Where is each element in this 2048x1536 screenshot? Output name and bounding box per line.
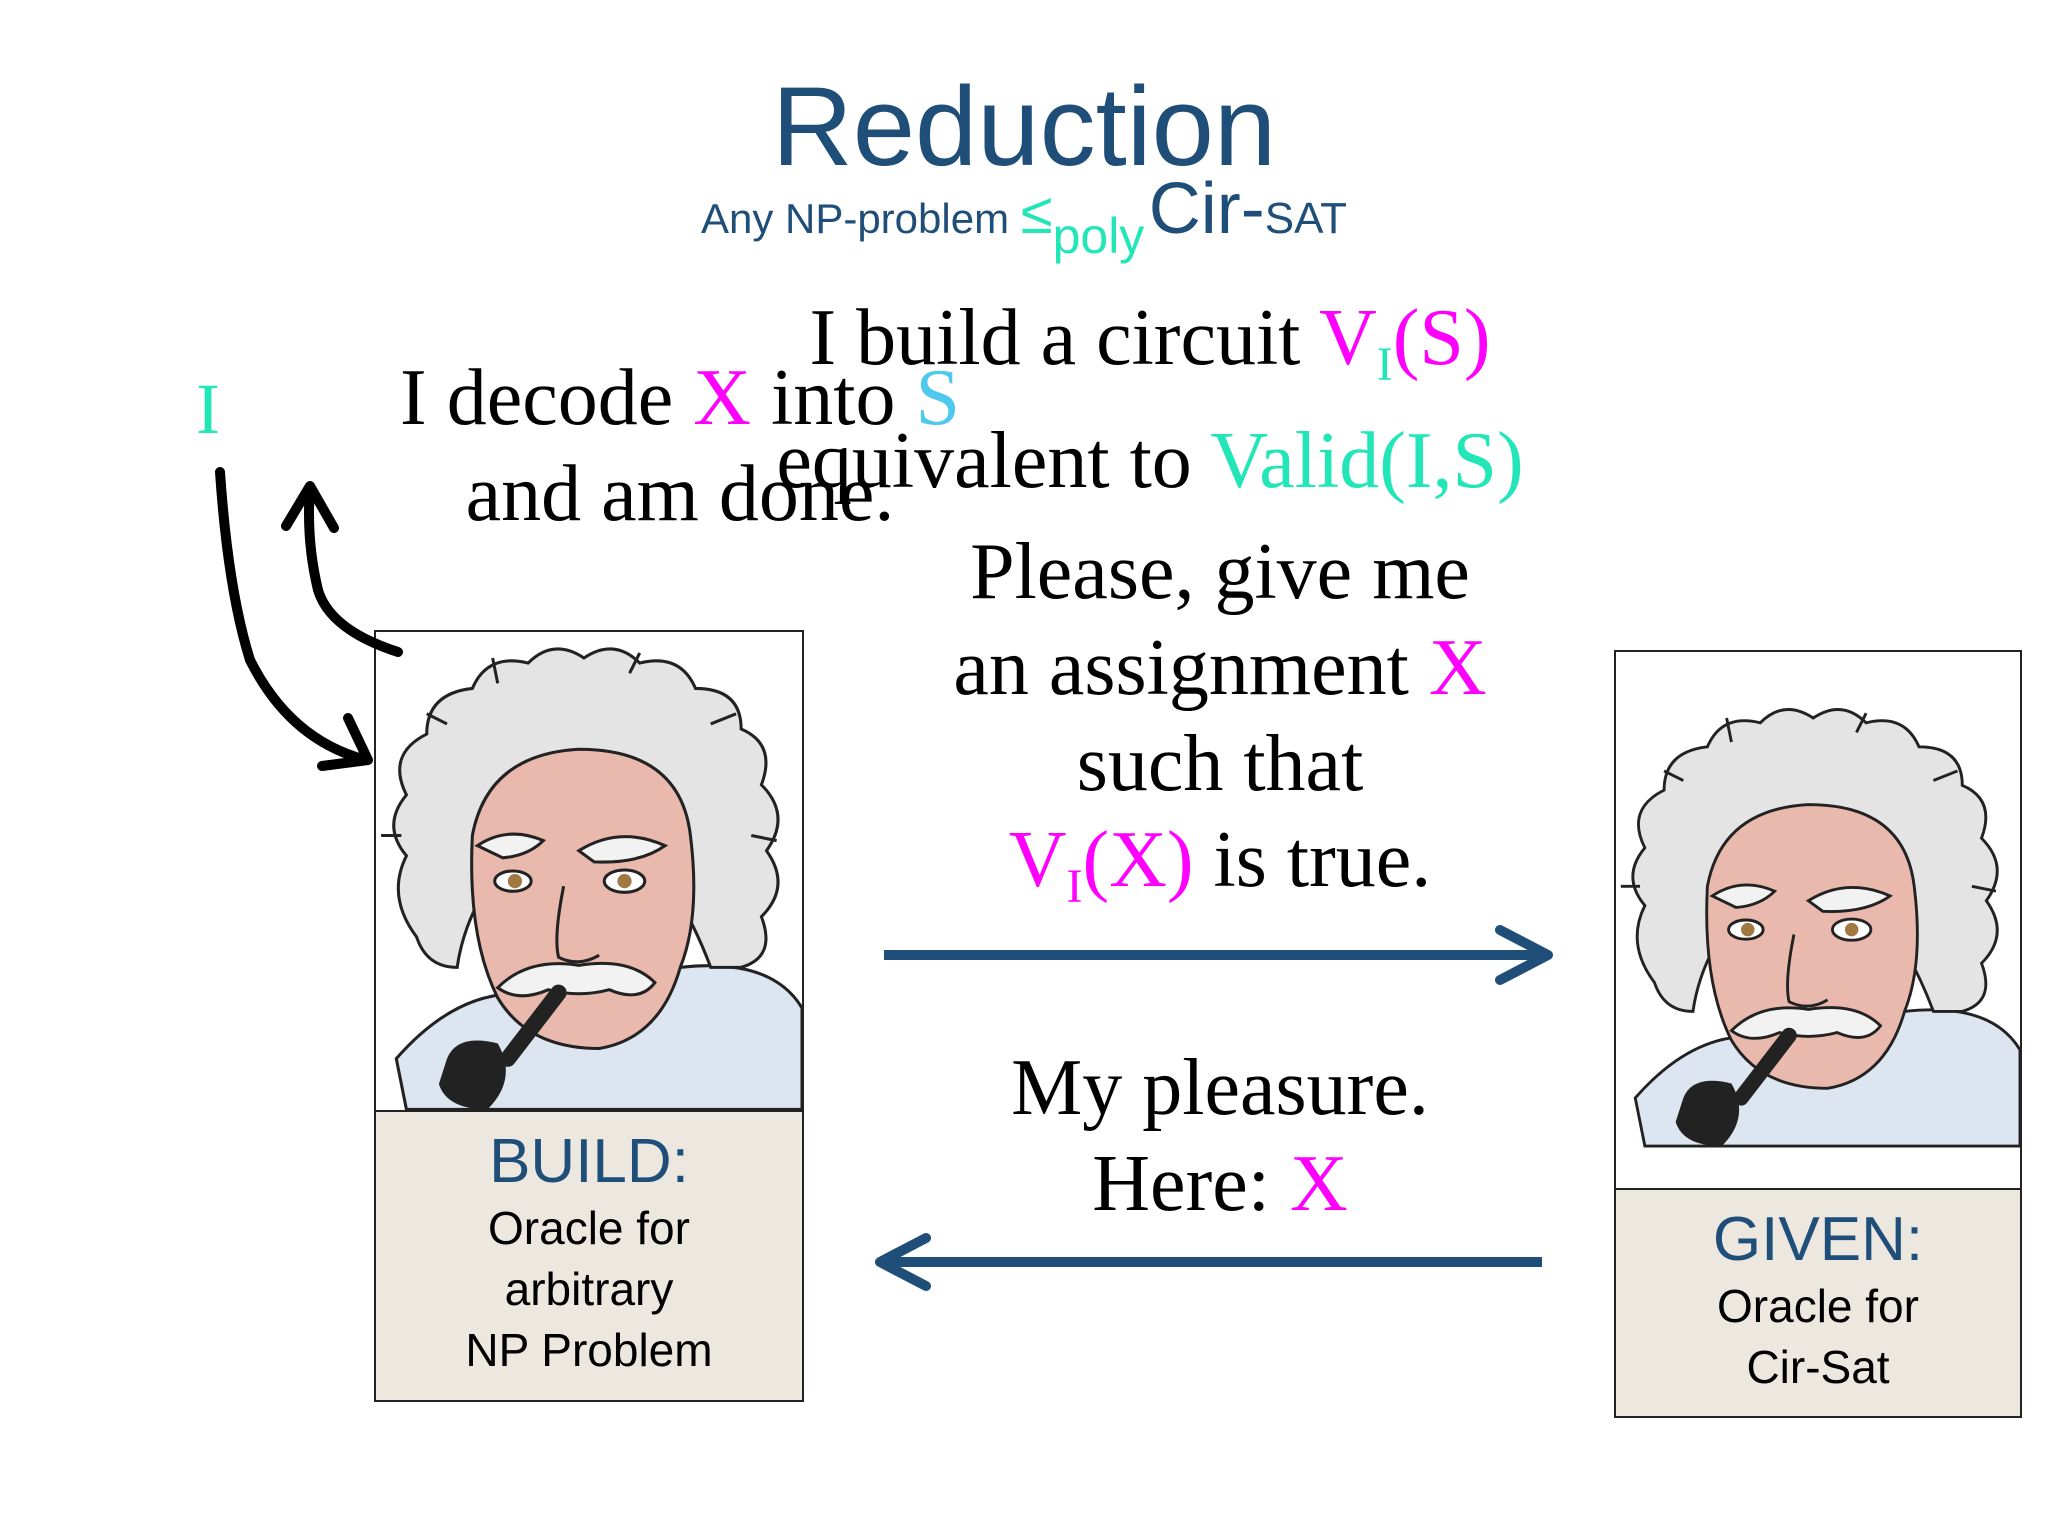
decode-text: I decode X into S and am done. [400,350,960,542]
decode-x: X [693,354,751,442]
build-valid: Valid(I,S) [1210,417,1524,505]
decode-s: S [915,354,960,442]
request-text: Please, give me an assignment X such tha… [900,524,1540,935]
build-v-sub: I [1376,338,1393,391]
subtitle-cir: Cir- [1148,169,1265,249]
right-card-line: Cir-Sat [1746,1341,1890,1393]
left-card-line: Oracle for [488,1202,690,1254]
request-line1: Please, give me [970,528,1470,616]
decode-line1-a: I decode [400,354,694,442]
request-arrowhead [1495,925,1553,985]
decode-line2: and am done. [465,450,895,538]
input-arrowhead [317,713,373,771]
request-line4-b: is true. [1193,816,1432,904]
left-oracle-card: BUILD: Oracle for arbitrary NP Problem [374,1110,804,1402]
reply-x: X [1289,1140,1348,1228]
request-v-arg: (X) [1082,816,1194,904]
subtitle-any-np: Any NP-problem [700,195,1021,242]
left-card-head: BUILD: [489,1127,689,1196]
input-arrow [215,467,371,765]
reply-arrowhead [875,1233,931,1291]
reply-text: My pleasure. Here: X [900,1040,1540,1232]
reply-line2-a: Here: [1092,1140,1290,1228]
request-v-sub: I [1066,860,1083,913]
instance-label: I [196,369,220,449]
subtitle-le-symbol: ≤ [1020,181,1053,246]
request-line3: such that [1076,720,1364,808]
build-circuit-text: I build a circuit VI(S) equivalent to Va… [760,290,1540,509]
right-card-head: GIVEN: [1712,1205,1924,1274]
build-line1-a: I build a circuit [809,294,1319,382]
slide-subtitle: Any NP-problem ≤poly Cir-SAT [0,168,2048,264]
reply-line1: My pleasure. [1011,1044,1429,1132]
right-card-line: Oracle for [1717,1280,1919,1332]
request-x: X [1428,624,1487,712]
subtitle-sat: SAT [1264,194,1348,243]
output-arrow [304,483,403,657]
output-arrowhead [281,481,339,533]
build-line2-a: equivalent to [776,417,1211,505]
decode-line1-b: into [751,354,916,442]
right-oracle-card: GIVEN: Oracle for Cir-Sat [1614,1188,2022,1418]
build-v-arg: (S) [1392,294,1491,382]
subtitle-poly: poly [1052,208,1145,264]
left-card-line: NP Problem [465,1324,713,1376]
request-line2-a: an assignment [953,624,1429,712]
build-v: V [1318,294,1377,382]
left-einstein-portrait [374,630,804,1112]
right-einstein-portrait [1614,650,2022,1190]
left-card-line: arbitrary [504,1263,674,1315]
slide-title: Reduction [771,64,1277,189]
request-v: V [1008,816,1067,904]
